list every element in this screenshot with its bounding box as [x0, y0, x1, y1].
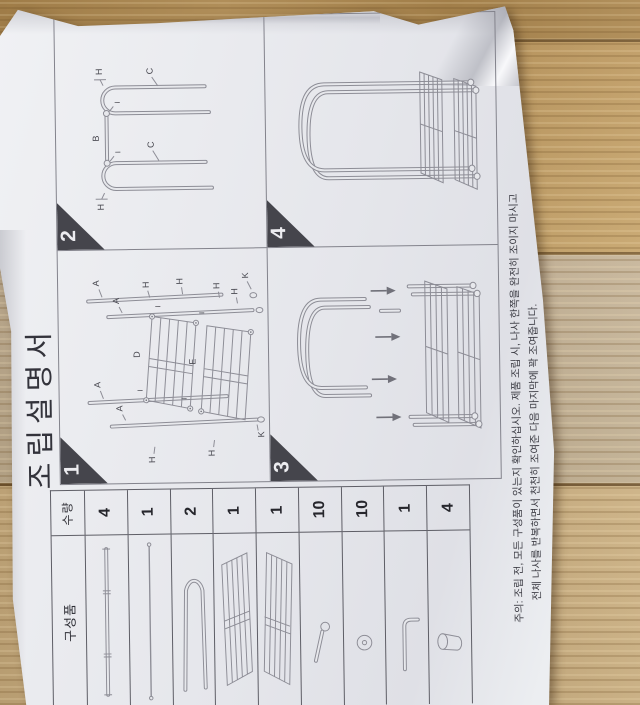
quantity-cell: 2 [170, 488, 213, 535]
label-H: H [94, 68, 104, 75]
label-H: H [96, 204, 106, 211]
label-I: I [113, 101, 122, 103]
label-H: H [141, 281, 151, 288]
panel-step-4: 4 [264, 11, 498, 249]
component-header-cell: 구성품 [52, 536, 87, 705]
label-A: A [92, 382, 102, 388]
label-C: C [146, 141, 156, 148]
quantity-cell: 1 [127, 489, 171, 536]
parts-table: 수량 구성품 4 1 [49, 484, 473, 705]
part-cell [214, 533, 258, 705]
quantity-header-cell: 수량 [50, 490, 85, 537]
quantity-cell: 1 [384, 485, 427, 532]
bolt-icon [313, 621, 330, 663]
part-cell [428, 530, 472, 704]
label-H: H [211, 282, 221, 289]
panel-step-1: H H H H H H A A A A I I I I D [57, 248, 271, 485]
step-panel-grid: H C I B I C H 2 [53, 10, 502, 486]
u-frame-icon [183, 578, 208, 692]
step-number: 1 [60, 463, 84, 476]
part-column-mesh-shelf-b: 1 [256, 487, 302, 705]
part-column-bolt: 10 [298, 487, 345, 705]
caution-note: 주의: 조립 전, 모든 구성품이 있는지 확인하십시오. 제품 조립 시, 나… [504, 147, 551, 623]
label-K: K [256, 431, 266, 437]
quantity-cell: 10 [298, 487, 342, 533]
part-column-allen-key: 1 [384, 485, 431, 705]
assembly-diagram-step-3 [268, 280, 483, 429]
label-C: C [145, 67, 155, 74]
label-I: I [153, 305, 162, 307]
page-title: 조립설명서 [23, 325, 58, 490]
quantity-cell: 1 [256, 487, 299, 534]
mesh-shelf-icon [263, 551, 293, 686]
part-cell [342, 532, 386, 705]
label-H: H [229, 288, 239, 295]
allen-key-icon [402, 617, 421, 672]
long-rod-icon [146, 542, 154, 701]
label-H: H [147, 457, 157, 464]
part-cell [257, 533, 301, 705]
part-column-long-rod: 1 [127, 489, 174, 705]
label-A: A [114, 405, 124, 411]
label-A: A [91, 280, 101, 286]
part-column-end-cap: 4 [427, 485, 472, 704]
panel-step-3: 3 [268, 245, 501, 481]
panel-step-2: H C I B I C H 2 [54, 15, 268, 252]
step-number: 3 [270, 460, 294, 473]
part-column-mesh-shelf-a: 1 [213, 488, 260, 705]
end-cap-icon [437, 633, 463, 651]
label-E: E [187, 359, 197, 365]
part-cell [128, 535, 172, 705]
label-I: I [113, 151, 122, 153]
part-column-pole: 4 [84, 490, 131, 705]
instruction-sheet: 조립설명서 [0, 6, 555, 705]
table-header-column: 수량 구성품 [50, 490, 88, 705]
label-I: I [180, 398, 189, 400]
component-header: 구성품 [62, 602, 79, 643]
assembly-diagram-step-1: H H H H H H A A A A I I I I D [86, 272, 266, 464]
label-A: A [111, 298, 121, 304]
part-column-u-frame: 2 [170, 488, 217, 705]
step-number: 4 [267, 227, 291, 240]
pole-icon [102, 547, 113, 697]
quantity-header: 수량 [61, 500, 76, 526]
step-number: 2 [57, 229, 81, 242]
part-cell [299, 532, 343, 705]
quantity-cell: 10 [341, 486, 385, 533]
label-D: D [132, 351, 142, 358]
label-B: B [91, 135, 101, 141]
quantity-cell: 4 [427, 485, 470, 531]
label-I: I [197, 312, 206, 314]
washer-icon [356, 634, 372, 651]
label-I: I [136, 389, 145, 391]
label-H: H [207, 450, 217, 457]
quantity-cell: 4 [84, 490, 128, 536]
label-H: H [174, 278, 184, 285]
assembly-diagram-step-4 [297, 71, 481, 190]
part-column-washer: 10 [341, 486, 388, 705]
quantity-cell: 1 [213, 488, 256, 534]
assembly-diagram-step-2: H C I B I C H [91, 67, 214, 211]
mesh-shelf-icon [221, 552, 254, 687]
label-K: K [240, 272, 250, 278]
part-cell [86, 535, 130, 705]
part-cell [171, 534, 215, 705]
part-cell [385, 531, 429, 705]
